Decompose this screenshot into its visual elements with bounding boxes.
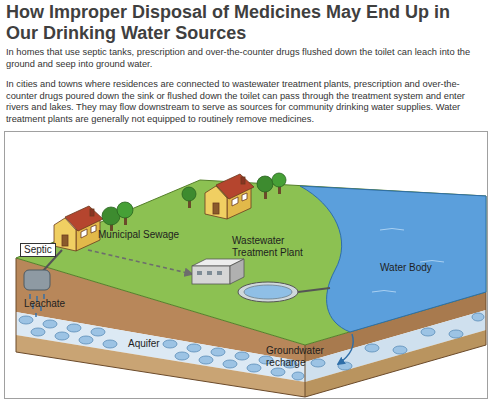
- pebble: [393, 346, 407, 354]
- plant-building: [192, 266, 230, 284]
- plant-side: [230, 259, 244, 284]
- part-label: Wastewater Treatment Plant: [232, 235, 312, 259]
- septic-tank: [24, 270, 50, 290]
- window: [207, 271, 212, 275]
- pebble: [19, 316, 33, 324]
- clarifier-tank: [238, 282, 298, 302]
- label-box: Septic: [20, 243, 56, 257]
- pebble: [91, 328, 105, 336]
- trees: [102, 173, 286, 231]
- grass-surface: [16, 180, 486, 345]
- pebble: [211, 348, 225, 356]
- tree-crown: [117, 202, 133, 218]
- part-label: Aquifer: [128, 338, 160, 350]
- tree-crown: [182, 187, 196, 201]
- window: [242, 193, 247, 201]
- pebble: [175, 352, 189, 360]
- pebble: [421, 328, 435, 336]
- pebble: [311, 359, 325, 367]
- part-label: Municipal Sewage: [98, 229, 179, 241]
- body-paragraph: In homes that use septic tanks, prescrip…: [6, 47, 488, 70]
- water-ripple: [372, 229, 444, 293]
- pebble: [55, 332, 69, 340]
- pebble: [472, 313, 484, 321]
- subsoil-layer: [16, 335, 305, 397]
- pebble: [31, 328, 45, 336]
- plant-windows: [197, 271, 222, 275]
- pebble: [247, 364, 261, 372]
- window: [81, 229, 87, 238]
- chimney: [90, 209, 94, 216]
- node-text: Septic: [24, 244, 52, 256]
- pebble: [271, 368, 285, 376]
- window: [217, 271, 222, 275]
- pebble: [79, 336, 93, 344]
- diagram-title: How Improper Disposal of Medicines May E…: [6, 2, 484, 44]
- pebble: [43, 320, 57, 328]
- house-roof: [65, 206, 103, 231]
- pebble: [235, 352, 249, 360]
- window: [232, 197, 238, 206]
- window: [91, 225, 96, 233]
- pebble: [365, 344, 379, 352]
- clarifier-water: [244, 285, 292, 299]
- part-label: Groundwater recharge: [266, 345, 330, 369]
- body-paragraph: In cities and towns where residences are…: [6, 79, 488, 125]
- pebble: [292, 372, 304, 380]
- door: [213, 203, 219, 214]
- pebble: [223, 360, 237, 368]
- pebble: [199, 356, 213, 364]
- recharge-arrow: [338, 334, 353, 364]
- house-roof: [216, 174, 254, 199]
- door: [62, 235, 68, 246]
- tree-crown: [257, 176, 273, 192]
- house: [54, 206, 103, 251]
- tree-crown: [272, 173, 286, 187]
- outflow-pipe: [298, 288, 330, 292]
- subsoil-layer: [305, 330, 486, 397]
- water-body: [300, 186, 486, 332]
- window: [197, 271, 202, 275]
- part-label: Leachate: [24, 298, 65, 310]
- house: [205, 174, 254, 219]
- chimney: [241, 177, 245, 184]
- pebble: [449, 330, 463, 338]
- sewage-arrow: [88, 250, 192, 274]
- frame: [5, 132, 488, 399]
- pebble: [163, 340, 177, 348]
- pebble: [103, 340, 117, 348]
- pebble: [187, 344, 201, 352]
- part-label: Water Body: [380, 262, 432, 274]
- pebble: [67, 324, 81, 332]
